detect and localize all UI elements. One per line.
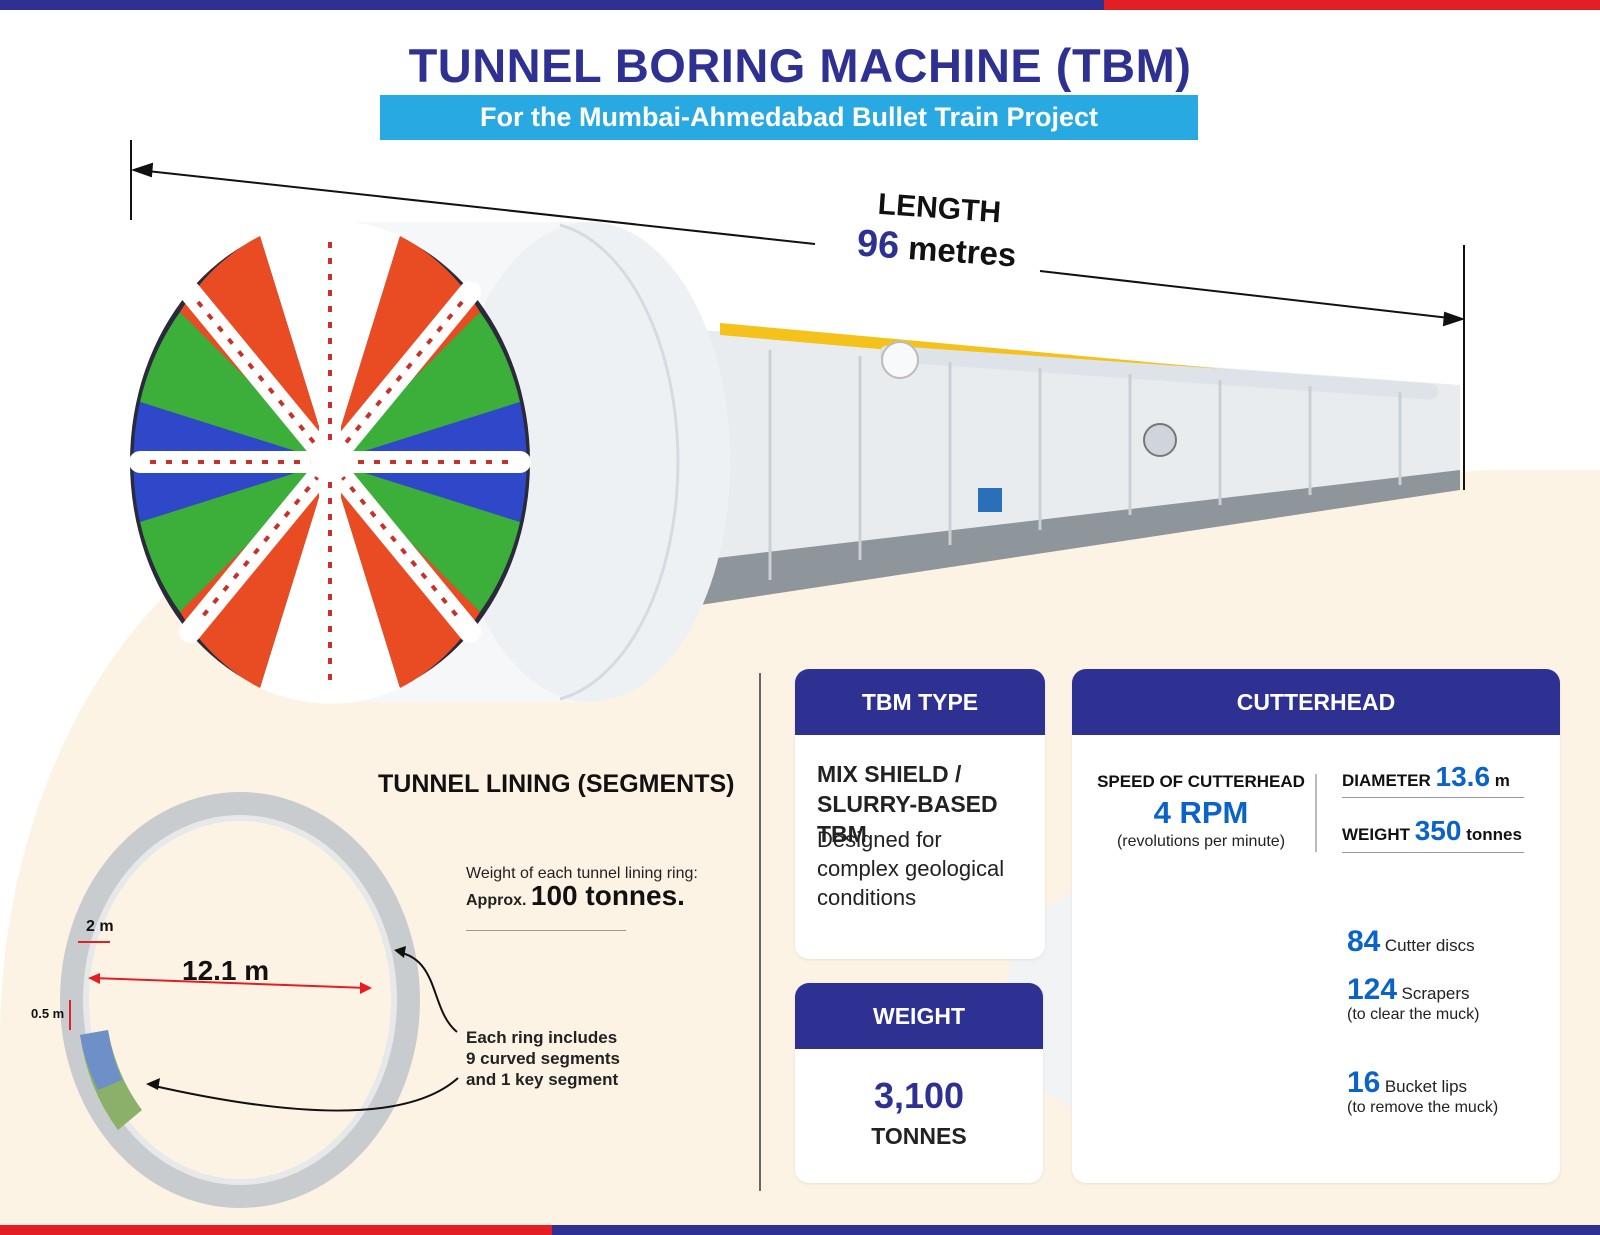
ring-weight-underline xyxy=(466,930,626,931)
tunnel-lining-title: TUNNEL LINING (SEGMENTS) xyxy=(378,770,735,798)
tbm-type-card: TBM TYPE MIX SHIELD / SLURRY-BASED TBM D… xyxy=(795,669,1045,959)
speed-label: SPEED OF CUTTERHEAD xyxy=(1097,772,1305,791)
cutterhead-weight-unit: tonnes xyxy=(1466,825,1522,844)
cutterhead-weight-value: 350 xyxy=(1414,815,1462,846)
weight-card: WEIGHT 3,100 TONNES xyxy=(795,983,1043,1183)
length-unit: metres xyxy=(906,229,1018,274)
speed-value: 4 RPM xyxy=(1153,795,1249,830)
cutterhead-heading: CUTTERHEAD xyxy=(1072,669,1560,735)
cutter-discs-value: 84 xyxy=(1347,925,1381,958)
tbm-type-line2: SLURRY-BASED TBM xyxy=(817,791,998,847)
weight-heading: WEIGHT xyxy=(795,983,1043,1049)
ring-segments-line3: and 1 key segment xyxy=(466,1070,619,1089)
ring-segments-note: Each ring includes 9 curved segments and… xyxy=(466,1027,620,1090)
diameter-stat: DIAMETER 13.6 m xyxy=(1342,761,1510,793)
diameter-unit: m xyxy=(1494,771,1510,790)
cutter-discs-label: Cutter discs xyxy=(1384,936,1475,955)
bottom-color-bar xyxy=(0,1225,1600,1235)
weight-unit: TONNES xyxy=(871,1123,967,1149)
tbm-type-desc-line2: complex geological xyxy=(817,856,1005,881)
weight-value: 3,100 xyxy=(873,1075,965,1116)
speed-subtext: (revolutions per minute) xyxy=(1116,833,1286,850)
bucket-lips-subtext: (to remove the muck) xyxy=(1347,1099,1499,1116)
bucket-lips-label: Bucket lips xyxy=(1384,1077,1468,1096)
page-title: TUNNEL BORING MACHINE (TBM) xyxy=(408,39,1192,92)
ring-weight-text: Weight of each tunnel lining ring: xyxy=(466,865,698,882)
ring-thickness-label: 0.5 m xyxy=(31,1006,65,1021)
length-label: LENGTH 96 metres xyxy=(855,187,1020,277)
page-subtitle: For the Mumbai-Ahmedabad Bullet Train Pr… xyxy=(380,95,1198,140)
cutterhead-weight-label: WEIGHT xyxy=(1342,825,1410,844)
cutterhead-weight-stat: WEIGHT 350 tonnes xyxy=(1342,815,1522,847)
ring-width-label: 2 m xyxy=(86,918,114,935)
ring-segments-line1: Each ring includes xyxy=(466,1028,618,1047)
bucket-lips-stat: 16 Bucket lips (to remove the muck) xyxy=(1347,1068,1499,1118)
diameter-value: 13.6 xyxy=(1435,761,1491,792)
tbm-type-line1: MIX SHIELD / xyxy=(817,761,962,787)
diameter-label: DIAMETER xyxy=(1342,771,1431,790)
back-up-gantry xyxy=(700,323,1460,605)
cutter-discs-stat: 84 Cutter discs xyxy=(1347,927,1475,957)
length-dimension-line xyxy=(130,140,1466,490)
bucket-lips-value: 16 xyxy=(1347,1066,1381,1099)
cutterhead-card: CUTTERHEAD SPEED OF CUTTERHEAD 4 RPM (re… xyxy=(1072,669,1560,1183)
ring-weight-value: 100 tonnes. xyxy=(530,880,685,911)
tbm-type-name: MIX SHIELD / SLURRY-BASED TBM xyxy=(817,759,1045,849)
cutterhead-face xyxy=(129,220,531,704)
ring-weight-approx: Approx. xyxy=(466,892,527,909)
diameter-underline xyxy=(1342,797,1524,798)
section-divider xyxy=(759,673,761,1191)
ring-weight-note: Weight of each tunnel lining ring: Appro… xyxy=(466,863,698,912)
weight-underline xyxy=(1342,852,1524,853)
cutterhead-stat-separator xyxy=(1315,774,1317,852)
scrapers-value: 124 xyxy=(1347,973,1398,1006)
tunnel-lining-ring xyxy=(60,792,459,1208)
ring-segments-line2: 9 curved segments xyxy=(466,1049,621,1068)
length-value: 96 xyxy=(855,222,901,268)
scrapers-stat: 124 Scrapers (to clear the muck) xyxy=(1347,975,1480,1025)
ring-diameter-label: 12.1 m xyxy=(182,955,270,986)
top-color-bar xyxy=(0,0,1600,10)
tbm-type-description: Designed for complex geological conditio… xyxy=(817,825,1037,912)
scrapers-label: Scrapers xyxy=(1401,984,1470,1003)
scrapers-subtext: (to clear the muck) xyxy=(1347,1006,1480,1023)
tbm-type-heading: TBM TYPE xyxy=(795,669,1045,735)
tbm-type-desc-line1: Designed for xyxy=(817,827,942,852)
tbm-type-desc-line3: conditions xyxy=(817,885,917,910)
